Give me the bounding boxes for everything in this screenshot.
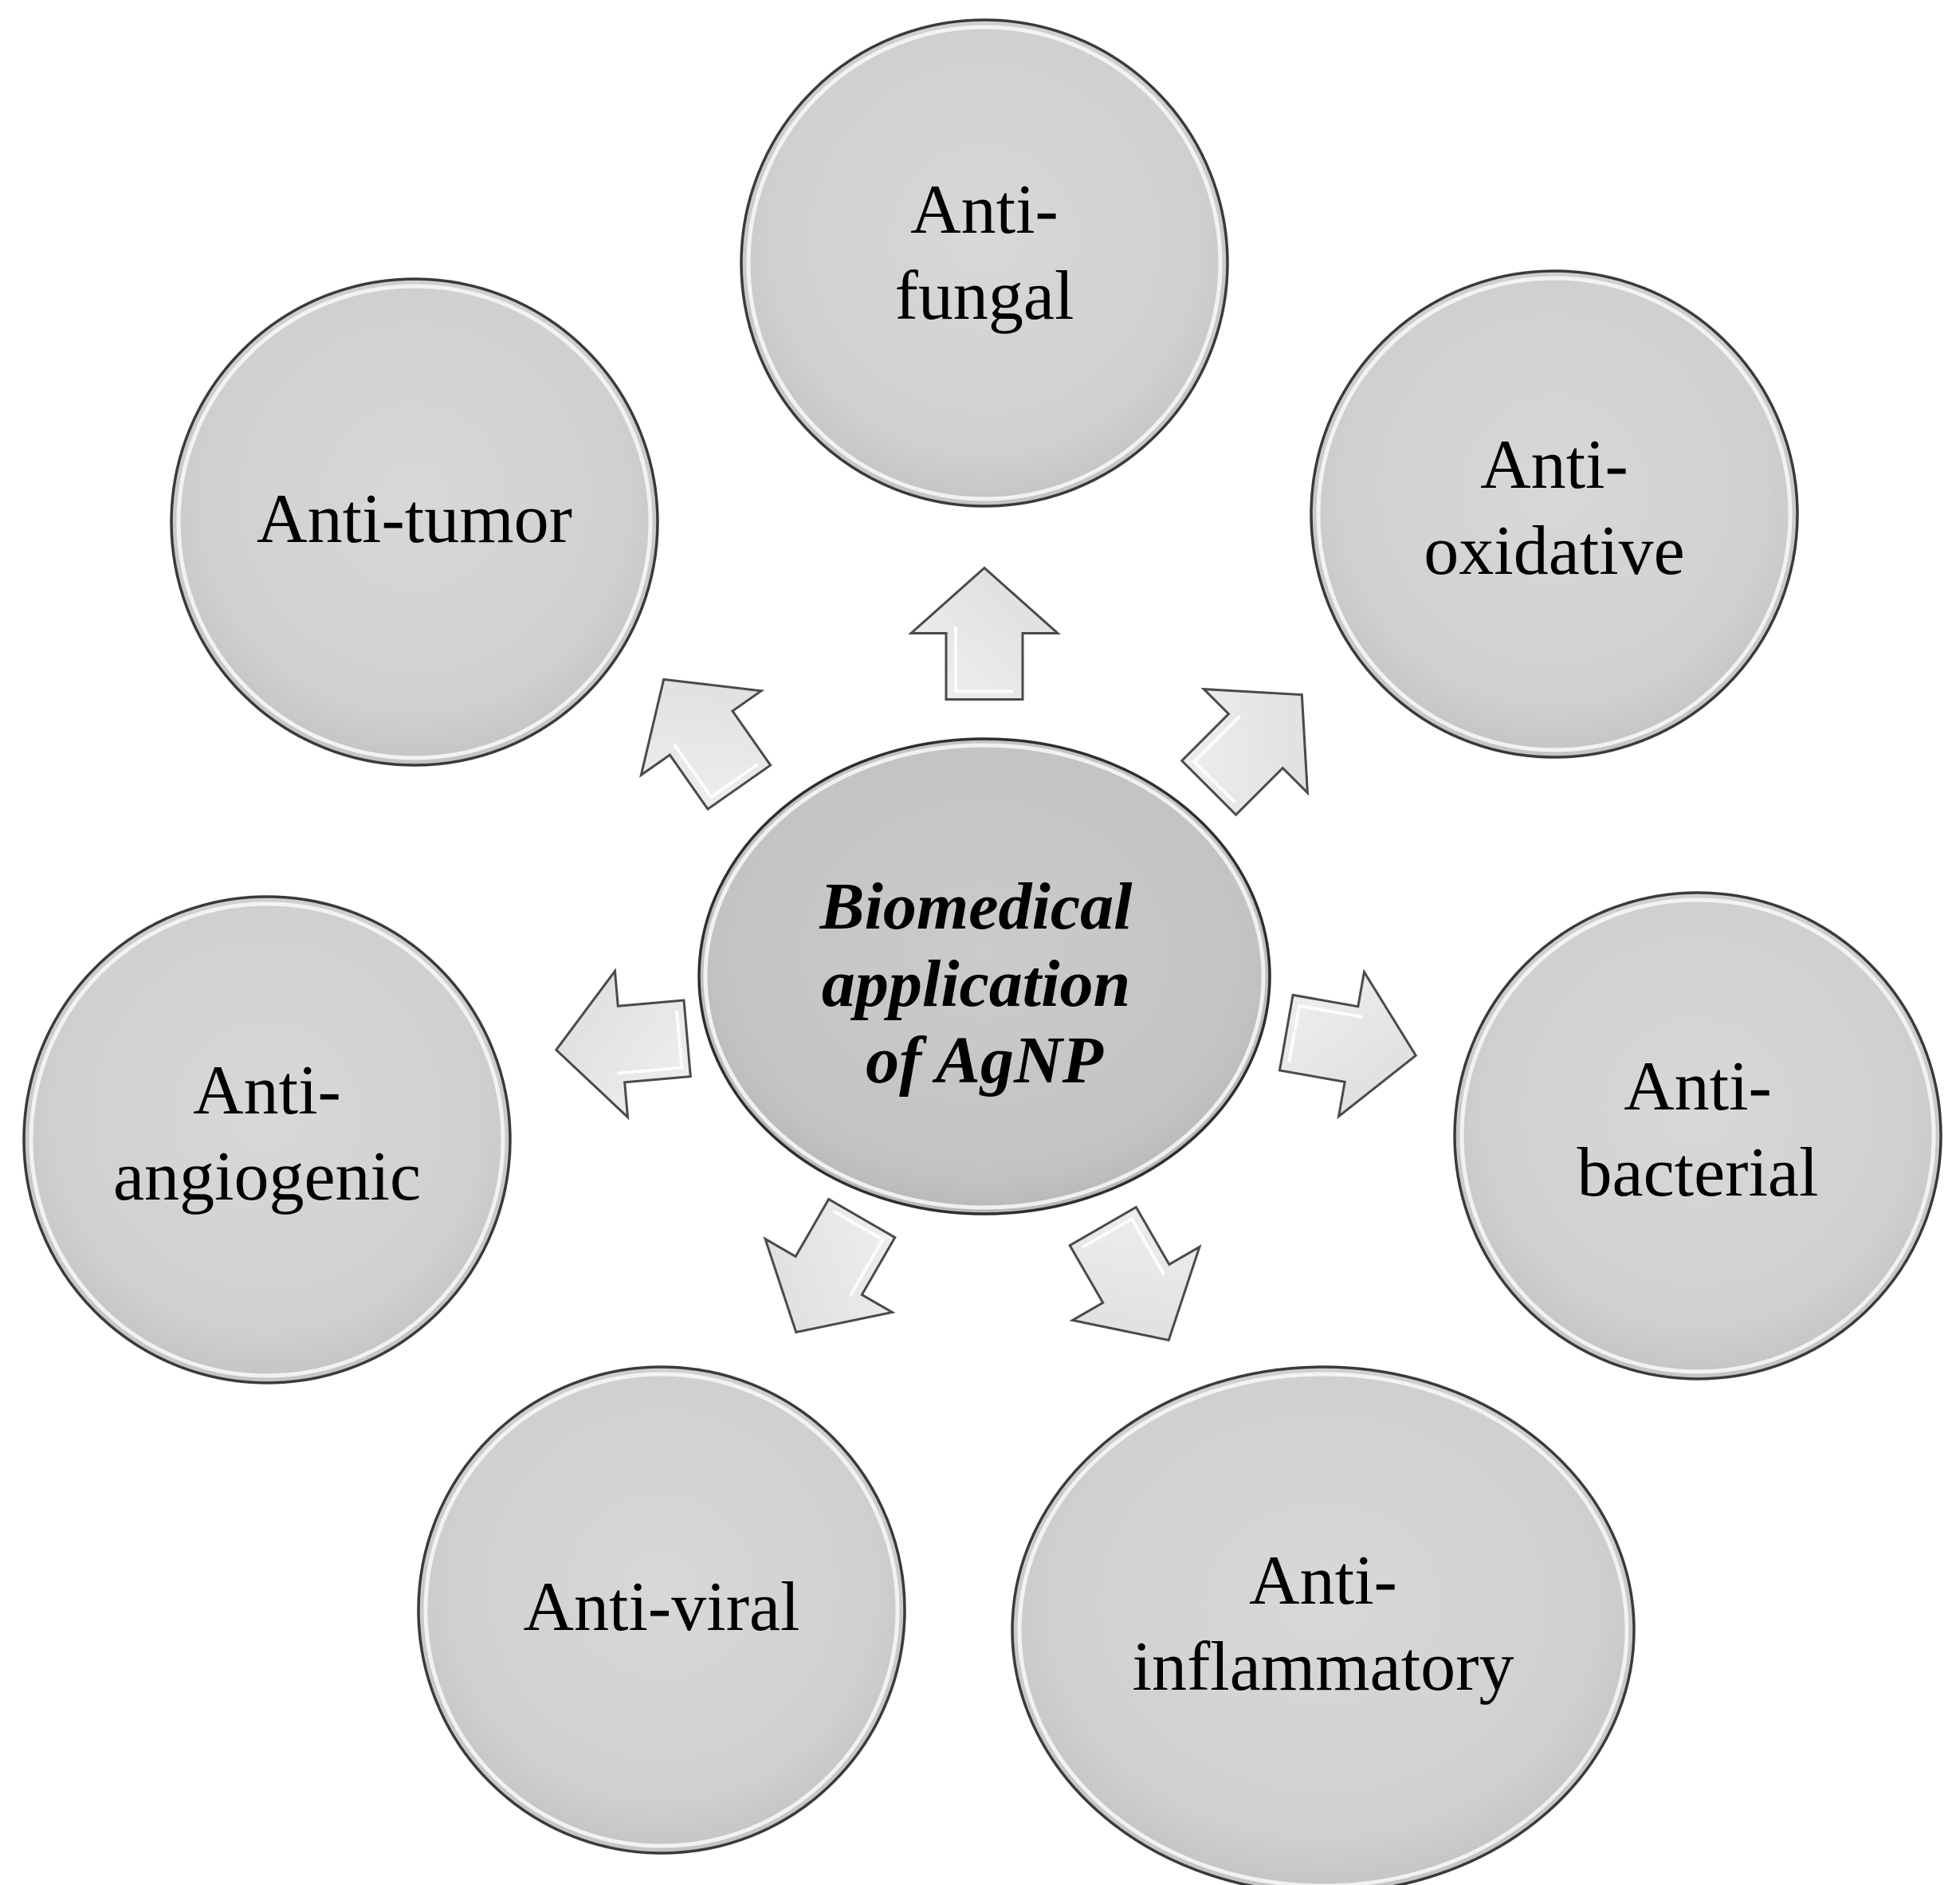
anti-angiogenic-label-line-2: angiogenic bbox=[113, 1138, 421, 1215]
arrow-shape bbox=[1180, 687, 1310, 817]
center-node: Biomedical application of AgNP bbox=[697, 737, 1271, 1215]
node-anti-tumor: Anti-tumor bbox=[170, 277, 659, 767]
arrow-shape bbox=[554, 968, 692, 1121]
arrow-shape bbox=[1278, 968, 1418, 1120]
anti-inflammatory-bubble-rim bbox=[1017, 1372, 1629, 1885]
arrow-to-anti-viral bbox=[763, 1197, 897, 1334]
anti-tumor-label: Anti-tumor bbox=[257, 481, 572, 558]
anti-bacterial-bubble bbox=[1453, 891, 1942, 1380]
arrow-to-anti-inflammatory bbox=[1068, 1205, 1202, 1342]
nodes-group: Anti-fungalAnti-oxidativeAnti-bacterialA… bbox=[22, 18, 1942, 1885]
node-anti-bacterial: Anti-bacterial bbox=[1453, 891, 1942, 1380]
center-bubble-shape bbox=[697, 737, 1271, 1215]
anti-oxidative-label: Anti-oxidative bbox=[1424, 426, 1684, 590]
center-label-line-3: of AgNP bbox=[866, 1023, 1104, 1098]
arrow-to-anti-oxidative bbox=[1180, 687, 1310, 817]
node-anti-inflammatory: Anti-inflammatory bbox=[1011, 1365, 1636, 1885]
anti-inflammatory-label-line-1: Anti- bbox=[1249, 1542, 1397, 1620]
anti-viral-bubble bbox=[417, 1365, 906, 1855]
anti-tumor-bubble-rim bbox=[176, 284, 653, 760]
anti-fungal-bubble bbox=[740, 18, 1229, 508]
anti-viral-label-line-1: Anti-viral bbox=[523, 1569, 799, 1646]
arrow-to-anti-tumor bbox=[638, 677, 772, 811]
center-label-line-2: application bbox=[822, 947, 1130, 1021]
arrow-highlight bbox=[1192, 715, 1241, 804]
arrows-group bbox=[554, 566, 1418, 1342]
arrow-shape bbox=[908, 566, 1061, 701]
arrow-highlight bbox=[832, 1209, 886, 1297]
anti-viral-label: Anti-viral bbox=[523, 1569, 799, 1646]
arrow-highlight bbox=[1287, 1003, 1363, 1063]
anti-fungal-label: Anti-fungal bbox=[895, 171, 1074, 335]
node-anti-viral: Anti-viral bbox=[417, 1365, 906, 1855]
anti-bacterial-label: Anti-bacterial bbox=[1577, 1048, 1819, 1212]
arrow-to-anti-fungal bbox=[908, 566, 1061, 701]
anti-bacterial-bubble-rim bbox=[1459, 897, 1936, 1374]
anti-inflammatory-bubble bbox=[1011, 1365, 1636, 1885]
anti-bacterial-label-line-2: bacterial bbox=[1577, 1134, 1819, 1212]
center-label-line-1: Biomedical bbox=[819, 870, 1133, 944]
node-anti-oxidative: Anti-oxidative bbox=[1310, 269, 1799, 759]
center-bubble-rim bbox=[703, 743, 1266, 1210]
arrow-highlight bbox=[617, 1010, 684, 1075]
anti-angiogenic-bubble-rim bbox=[29, 901, 505, 1378]
anti-angiogenic-label-line-1: Anti- bbox=[193, 1052, 341, 1129]
node-anti-fungal: Anti-fungal bbox=[740, 18, 1229, 508]
arrow-to-anti-angiogenic bbox=[554, 968, 692, 1121]
node-anti-angiogenic: Anti-angiogenic bbox=[22, 895, 512, 1384]
arrow-to-anti-bacterial bbox=[1278, 968, 1418, 1120]
anti-fungal-label-line-2: fungal bbox=[895, 257, 1074, 335]
anti-tumor-label-line-1: Anti-tumor bbox=[257, 481, 572, 558]
arrow-highlight bbox=[1081, 1216, 1166, 1276]
anti-inflammatory-label: Anti-inflammatory bbox=[1133, 1542, 1514, 1706]
anti-tumor-bubble bbox=[170, 277, 659, 767]
arrow-shape bbox=[638, 677, 772, 811]
anti-fungal-bubble-rim bbox=[746, 25, 1223, 501]
arrow-shape bbox=[763, 1197, 897, 1334]
anti-oxidative-label-line-2: oxidative bbox=[1424, 512, 1684, 590]
center-label: Biomedical application of AgNP bbox=[819, 870, 1149, 1098]
anti-oxidative-bubble-rim bbox=[1316, 276, 1793, 752]
anti-bacterial-label-line-1: Anti- bbox=[1624, 1048, 1772, 1125]
anti-angiogenic-bubble bbox=[22, 895, 512, 1384]
anti-viral-bubble-rim bbox=[423, 1372, 900, 1848]
anti-oxidative-label-line-1: Anti- bbox=[1480, 426, 1628, 504]
anti-oxidative-bubble bbox=[1310, 269, 1799, 759]
anti-fungal-label-line-1: Anti- bbox=[910, 171, 1059, 249]
arrow-shape bbox=[1068, 1205, 1202, 1342]
anti-inflammatory-label-line-2: inflammatory bbox=[1133, 1628, 1514, 1706]
arrow-highlight bbox=[954, 626, 1013, 693]
arrow-highlight bbox=[672, 743, 760, 799]
anti-angiogenic-label: Anti-angiogenic bbox=[113, 1052, 421, 1215]
